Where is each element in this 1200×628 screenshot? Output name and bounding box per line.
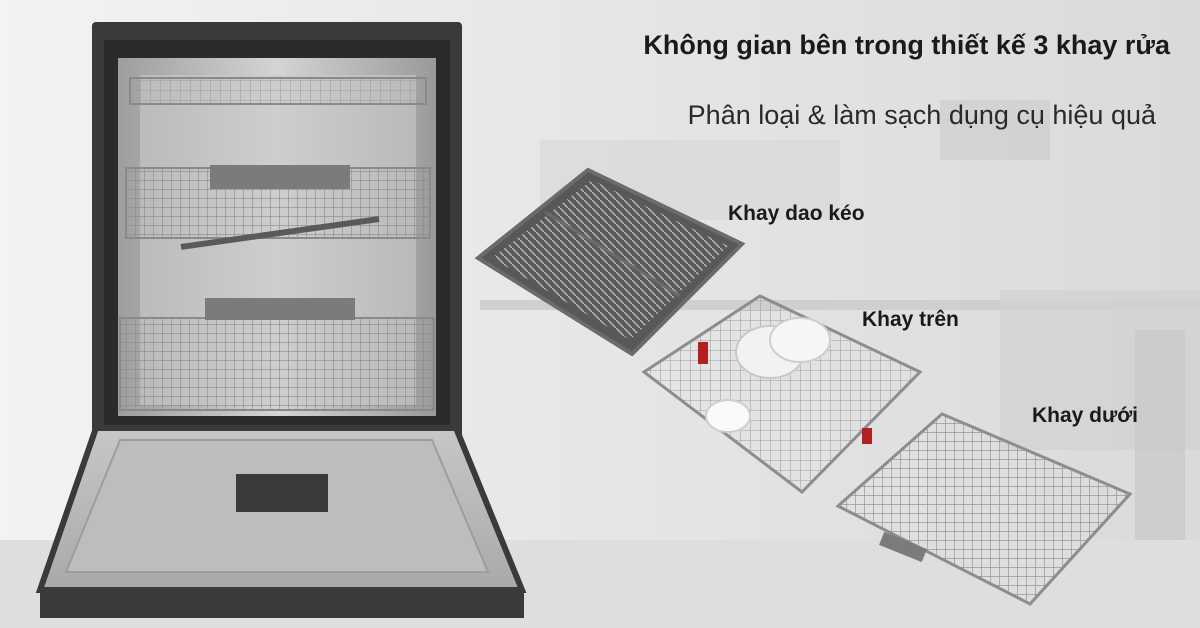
subheadline: Phân loại & làm sạch dụng cụ hiệu quả: [687, 100, 1156, 130]
lower-rack-label: Khay dưới: [1032, 404, 1138, 427]
headline: Không gian bên trong thiết kế 3 khay rửa: [643, 30, 1170, 60]
lower-rack-image: [835, 412, 1133, 606]
cutlery-tray-label: Khay dao kéo: [728, 202, 865, 225]
upper-rack-label: Khay trên: [862, 308, 959, 331]
upper-rack-image: [641, 294, 923, 494]
dishwasher: [35, 22, 527, 618]
cutlery-tray-image: [474, 167, 746, 357]
